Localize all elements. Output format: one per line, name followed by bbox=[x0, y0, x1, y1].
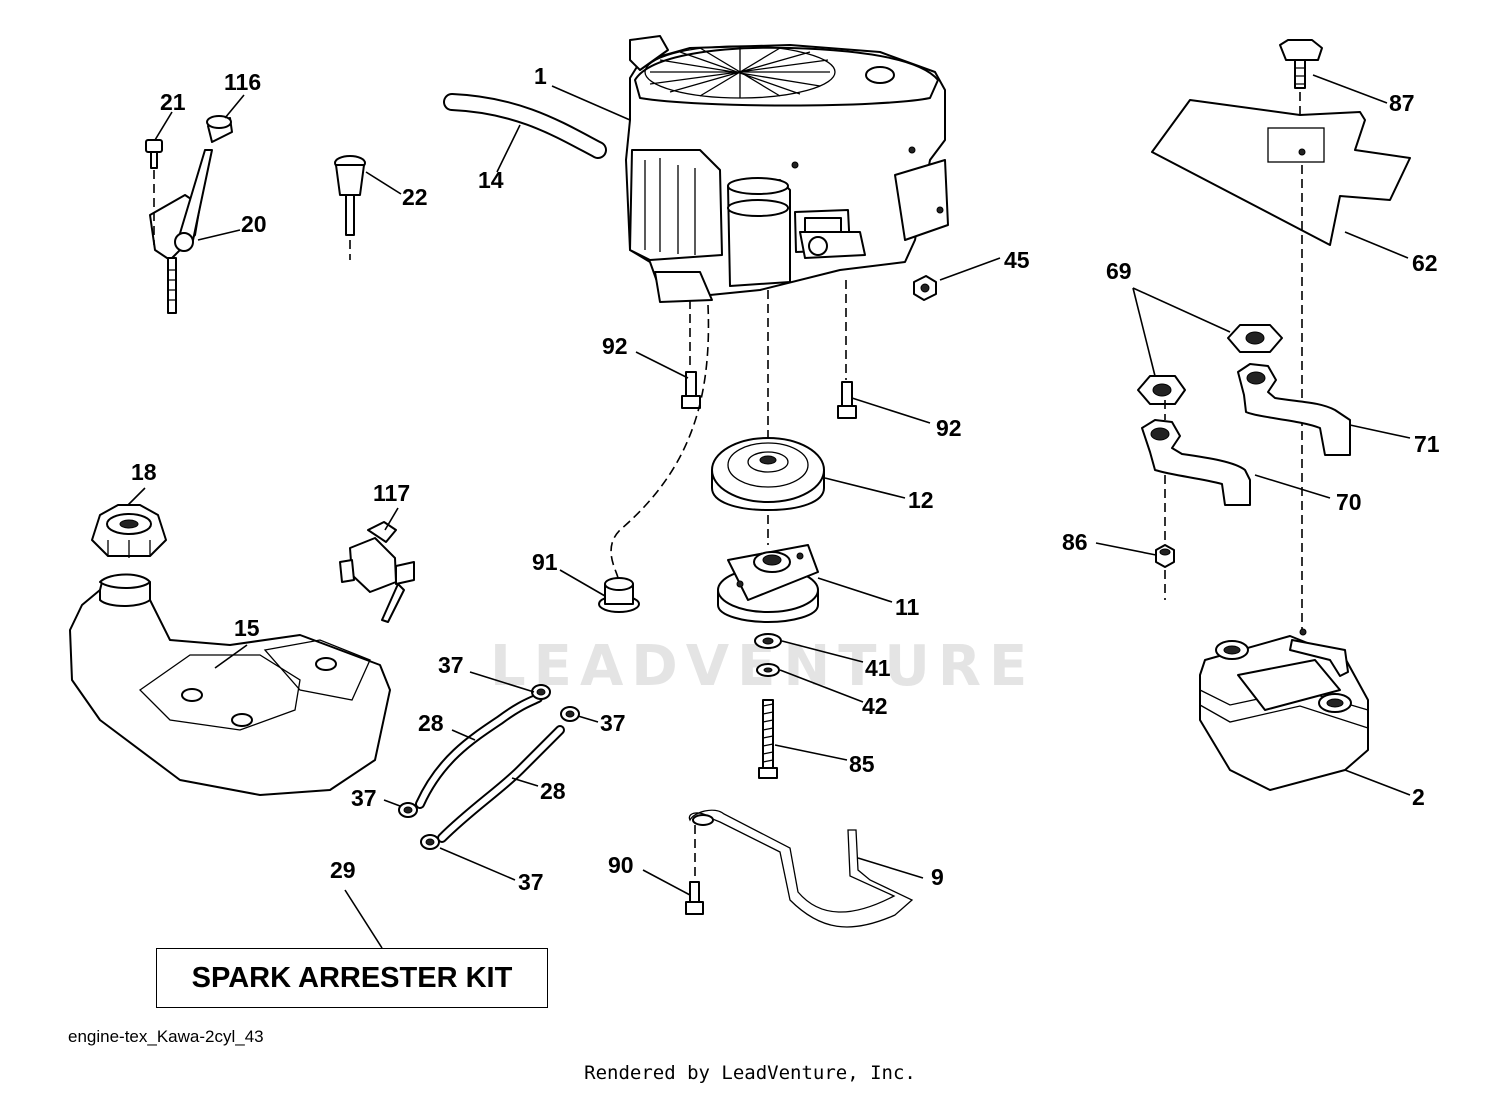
clamp-part-37-b[interactable] bbox=[560, 706, 580, 722]
bracket-part-9[interactable] bbox=[688, 809, 914, 928]
fuel-hose-part-14[interactable] bbox=[443, 93, 607, 159]
screw-part-21[interactable] bbox=[145, 139, 163, 169]
knob-part-116[interactable] bbox=[206, 115, 233, 143]
callout-37-b: 37 bbox=[600, 710, 626, 736]
throttle-control-part-20[interactable] bbox=[149, 149, 213, 314]
callout-29: 29 bbox=[330, 857, 356, 883]
callout-87: 87 bbox=[1389, 90, 1415, 116]
callout-62: 62 bbox=[1412, 250, 1438, 276]
render-credit: Rendered by LeadVenture, Inc. bbox=[584, 1062, 916, 1084]
exhaust-pipe-part-71[interactable] bbox=[1237, 363, 1351, 456]
spark-arrester-kit-box[interactable]: SPARK ARRESTER KIT bbox=[156, 948, 548, 1008]
fuel-line-part-28-b[interactable] bbox=[437, 725, 565, 843]
choke-part-22[interactable] bbox=[334, 155, 366, 236]
bolt-part-85[interactable] bbox=[758, 699, 778, 779]
callout-45: 45 bbox=[1004, 247, 1030, 273]
callout-42: 42 bbox=[862, 693, 888, 719]
shutoff-valve-part-117[interactable] bbox=[339, 521, 415, 623]
diagram-id: engine-tex_Kawa-2cyl_43 bbox=[68, 1027, 264, 1046]
leader-lines bbox=[127, 74, 1411, 949]
callout-18: 18 bbox=[131, 459, 157, 485]
engine-part-1[interactable] bbox=[625, 35, 949, 303]
callout-12: 12 bbox=[908, 487, 934, 513]
callout-37-d: 37 bbox=[518, 869, 544, 895]
exhaust-pipe-part-70[interactable] bbox=[1141, 419, 1251, 506]
clamp-part-37-a[interactable] bbox=[531, 684, 551, 700]
pulley-part-12[interactable] bbox=[711, 437, 825, 511]
callout-69: 69 bbox=[1106, 258, 1132, 284]
callout-70: 70 bbox=[1336, 489, 1362, 515]
callout-2: 2 bbox=[1412, 784, 1425, 810]
callout-90: 90 bbox=[608, 852, 634, 878]
bolt-part-92-right[interactable] bbox=[837, 381, 857, 419]
bolt-part-92-left[interactable] bbox=[681, 371, 701, 409]
callout-11: 11 bbox=[895, 594, 920, 620]
shield-part-62[interactable] bbox=[1151, 99, 1411, 246]
fuel-tank-part-15[interactable] bbox=[69, 573, 391, 796]
callout-86: 86 bbox=[1062, 529, 1088, 555]
callout-41: 41 bbox=[865, 655, 891, 681]
callout-71: 71 bbox=[1414, 431, 1440, 457]
washer-part-42[interactable] bbox=[756, 663, 780, 677]
fuel-cap-part-18[interactable] bbox=[91, 504, 167, 558]
washer-part-41[interactable] bbox=[754, 633, 782, 649]
clamp-part-37-c[interactable] bbox=[398, 802, 418, 818]
nut-part-45[interactable] bbox=[913, 275, 937, 301]
callout-9: 9 bbox=[931, 864, 944, 890]
spark-arrester-kit-label: SPARK ARRESTER KIT bbox=[191, 961, 513, 994]
callout-92-left: 92 bbox=[602, 333, 628, 359]
callout-1: 1 bbox=[534, 63, 547, 89]
callout-15: 15 bbox=[234, 615, 260, 641]
callout-116: 116 bbox=[224, 69, 261, 95]
callout-85: 85 bbox=[849, 751, 875, 777]
callout-22: 22 bbox=[402, 184, 428, 210]
callout-labels: 1 14 21 116 22 20 87 45 62 69 92 92 71 1… bbox=[131, 63, 1440, 895]
callout-117: 117 bbox=[373, 480, 410, 506]
clamp-part-37-d[interactable] bbox=[420, 834, 440, 850]
callout-14: 14 bbox=[478, 167, 504, 193]
cap-screw-part-87[interactable] bbox=[1279, 39, 1323, 89]
callout-20: 20 bbox=[241, 211, 267, 237]
nut-part-86[interactable] bbox=[1155, 544, 1175, 568]
callout-28-a: 28 bbox=[418, 710, 444, 736]
gasket-part-69-lower[interactable] bbox=[1137, 375, 1186, 405]
callout-37-c: 37 bbox=[351, 785, 377, 811]
callout-92-right: 92 bbox=[936, 415, 962, 441]
callout-37-a: 37 bbox=[438, 652, 464, 678]
callout-21: 21 bbox=[160, 89, 186, 115]
callout-28-b: 28 bbox=[540, 778, 566, 804]
muffler-part-2[interactable] bbox=[1199, 628, 1369, 791]
fuel-line-part-28-a[interactable] bbox=[415, 693, 543, 809]
spacer-part-91[interactable] bbox=[598, 577, 640, 613]
clutch-part-11[interactable] bbox=[717, 544, 819, 623]
callout-91: 91 bbox=[532, 549, 558, 575]
gasket-part-69-upper[interactable] bbox=[1227, 324, 1283, 353]
bolt-part-90[interactable] bbox=[685, 881, 704, 915]
